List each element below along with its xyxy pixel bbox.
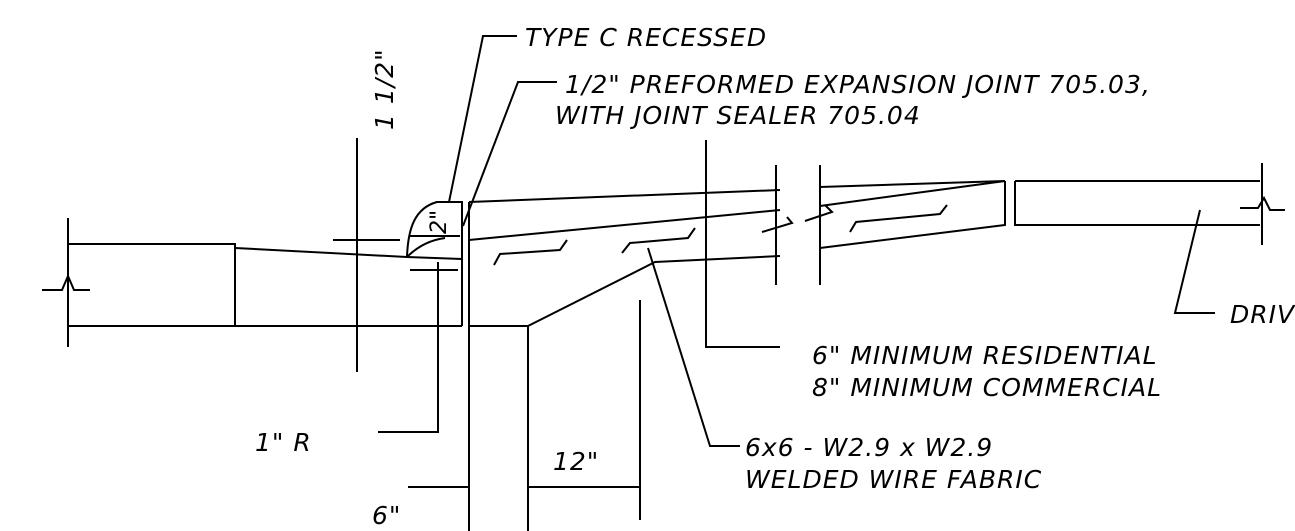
curb-dimensions (333, 138, 460, 433)
leader-lines (448, 35, 1215, 447)
right-drive-slab (1014, 163, 1285, 245)
labels: TYPE C RECESSED 1/2" PREFORMED EXPANSION… (255, 23, 1295, 530)
drive-label: DRIVE (1230, 300, 1295, 329)
curb-section (406, 201, 463, 326)
bottom-dimensions (408, 140, 780, 531)
curb-drop-dimension: 1 1/2" (370, 48, 399, 130)
joint-label-line1: 1/2" PREFORMED EXPANSION JOINT 705.03, (565, 70, 1151, 99)
wire-fabric-marks (493, 204, 948, 266)
joint-label-line2: WITH JOINT SEALER 705.04 (555, 101, 921, 130)
left-pavement-slab (42, 218, 462, 347)
curb-height-dimension: 2" (427, 210, 452, 234)
driveway-approach-slab (468, 165, 1006, 327)
fabric-label-line2: WELDED WIRE FABRIC (745, 465, 1042, 494)
dimension-6-inch: 6" (372, 501, 401, 530)
dimension-12-inch: 12" (553, 447, 599, 476)
curb-type-label: TYPE C RECESSED (525, 23, 767, 52)
thickness-label-line2: 8" MINIMUM COMMERCIAL (812, 373, 1162, 402)
fabric-label-line1: 6x6 - W2.9 x W2.9 (745, 433, 993, 462)
radius-label: 1" R (255, 428, 312, 457)
thickness-label-line1: 6" MINIMUM RESIDENTIAL (812, 341, 1158, 370)
